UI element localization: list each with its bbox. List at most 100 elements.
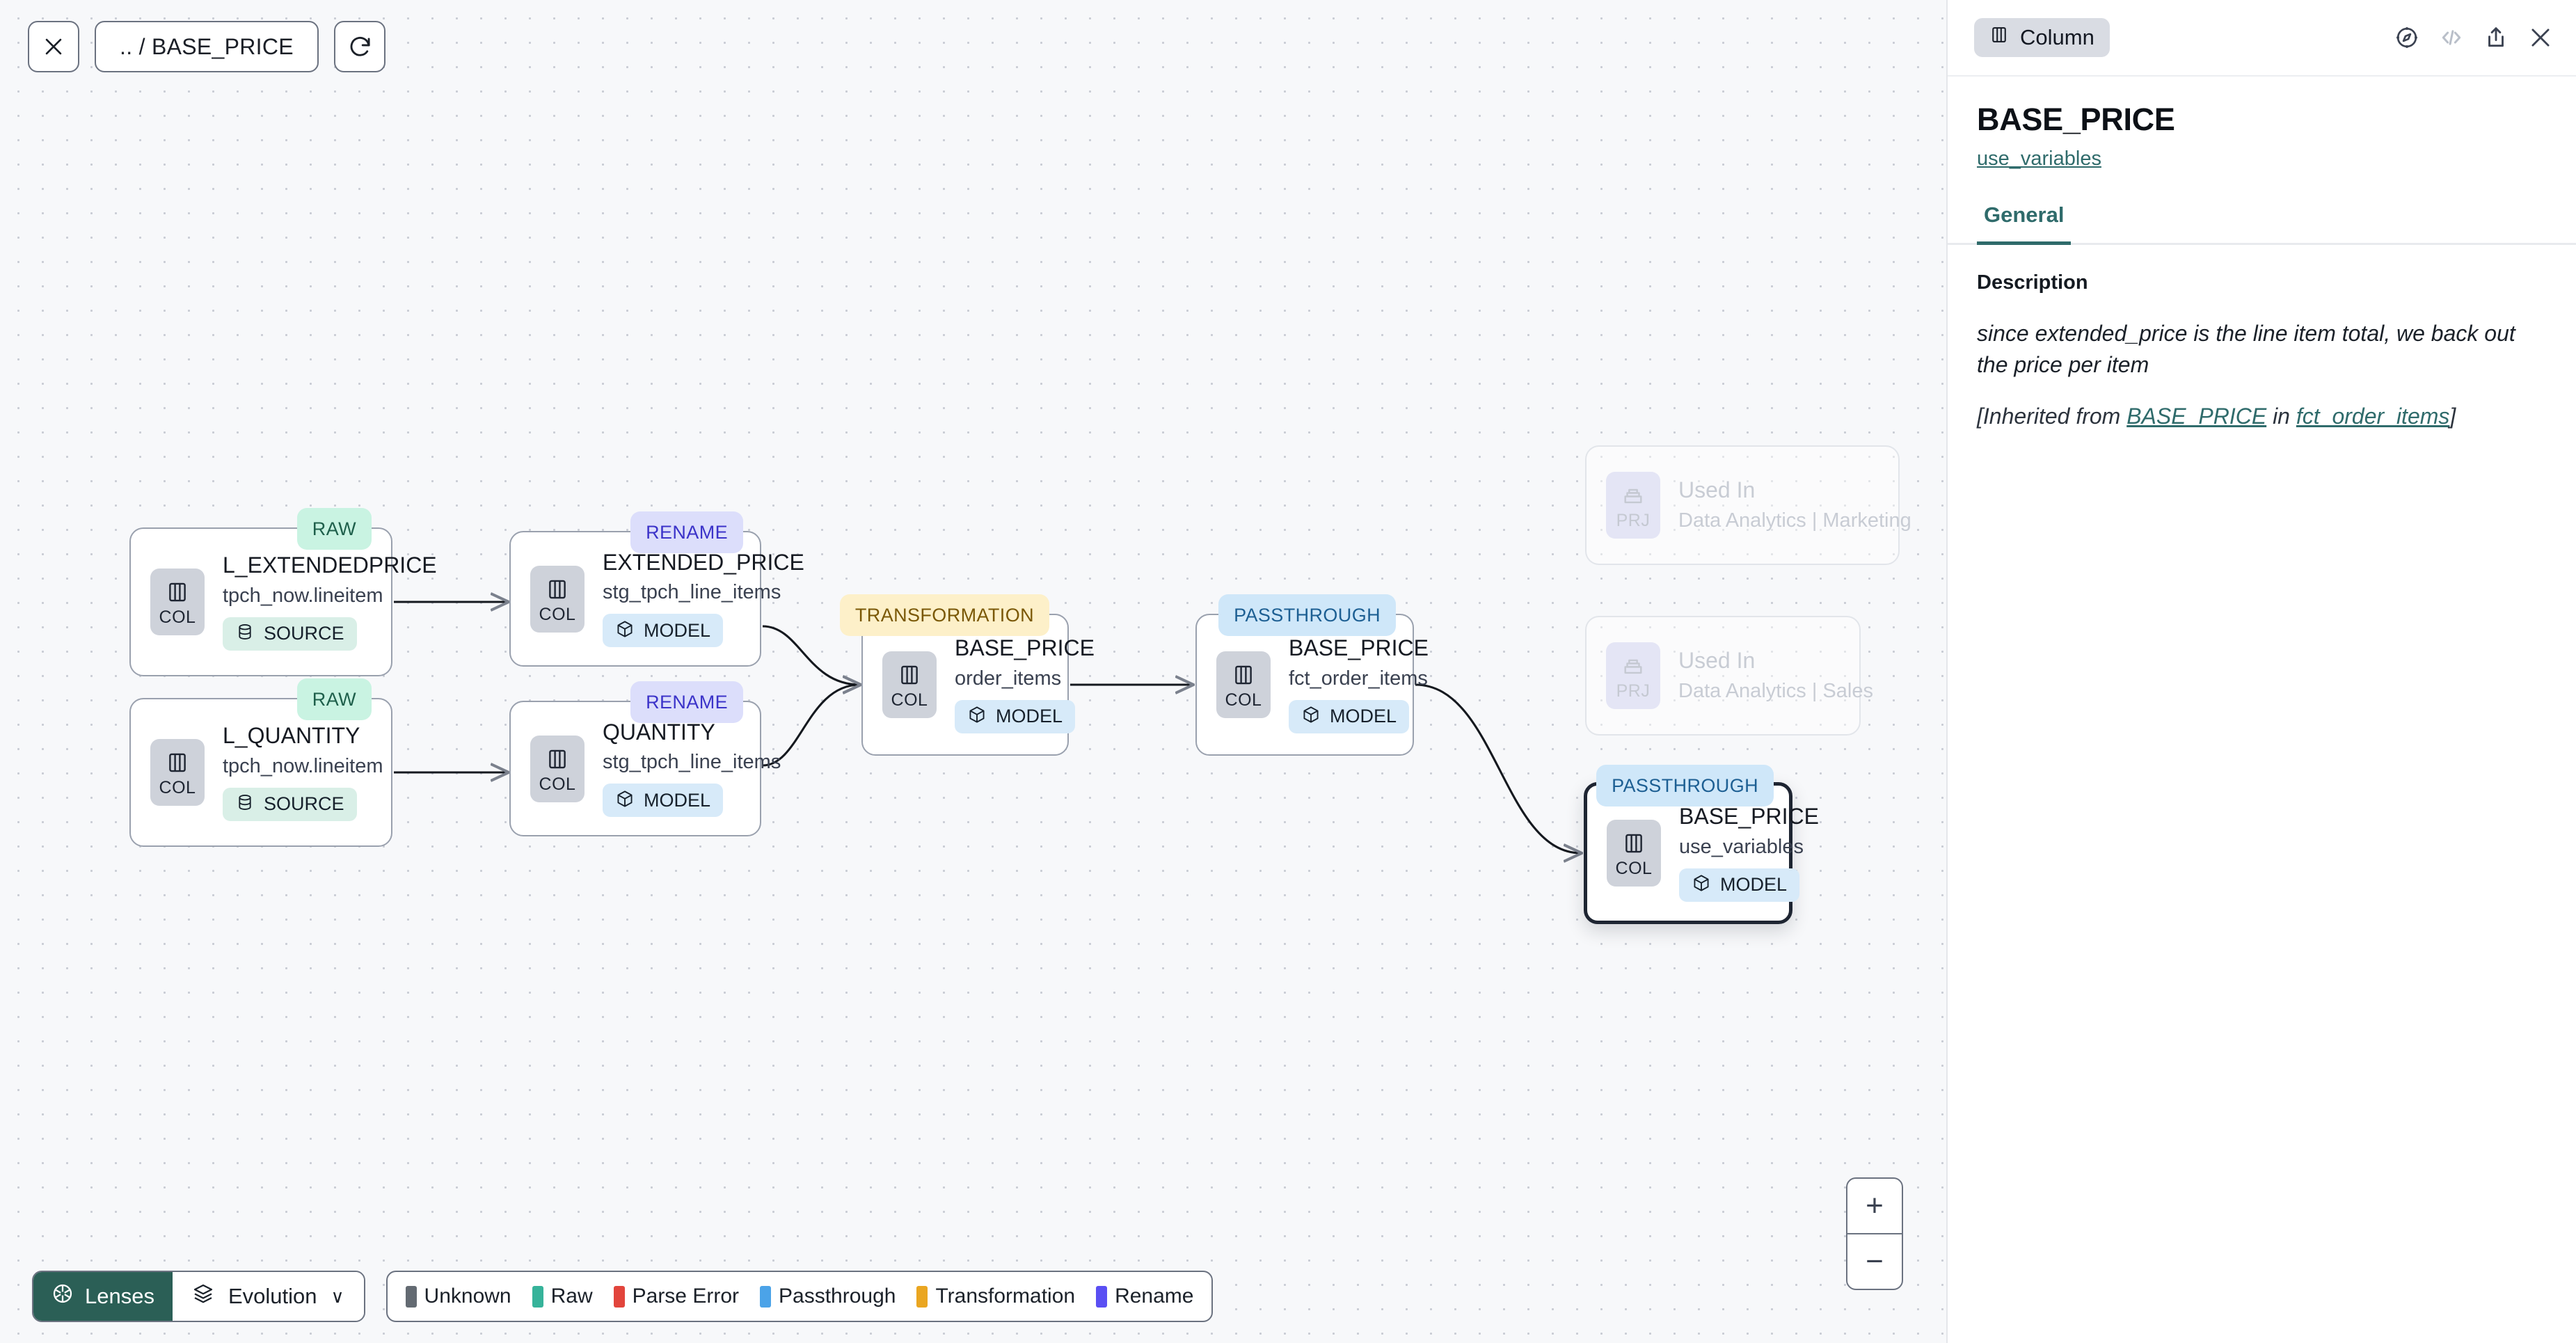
column-icon xyxy=(1232,660,1255,690)
model-icon xyxy=(1301,705,1321,728)
node-badge: RENAME xyxy=(630,681,743,723)
lenses-group: Lenses Evolution ∨ xyxy=(32,1271,365,1322)
description-section: Description since extended_price is the … xyxy=(1948,245,2576,432)
code-icon[interactable] xyxy=(2438,24,2465,51)
chevron-down-icon: ∨ xyxy=(331,1285,344,1307)
panel-header: Column xyxy=(1948,0,2576,77)
node-material-label: MODEL xyxy=(996,706,1063,727)
node-kind-label: COL xyxy=(1615,859,1653,878)
node-material-chip: SOURCE xyxy=(223,787,357,821)
node-title: QUANTITY xyxy=(603,719,715,745)
compass-icon[interactable] xyxy=(2394,24,2420,51)
description-label: Description xyxy=(1977,271,2088,294)
node-badge: RAW xyxy=(296,508,372,550)
inherited-column-link[interactable]: BASE_PRICE xyxy=(2126,403,2267,429)
legend-item-parse-error[interactable]: Parse Error xyxy=(613,1285,739,1308)
node-subtitle: Data Analytics | Marketing xyxy=(1678,509,1911,532)
node-title: EXTENDED_PRICE xyxy=(603,549,804,575)
node-material-chip: MODEL xyxy=(955,699,1076,733)
legend-item-passthrough[interactable]: Passthrough xyxy=(760,1285,896,1308)
legend-item-transformation[interactable]: Transformation xyxy=(916,1285,1075,1308)
node-material-label: MODEL xyxy=(644,789,711,811)
close-icon xyxy=(42,35,65,58)
node-material-label: SOURCE xyxy=(264,623,344,644)
description-text: since extended_price is the line item to… xyxy=(1977,321,2515,378)
source-icon xyxy=(235,793,255,816)
refresh-icon xyxy=(347,34,372,59)
canvas-toolbar: .. / BASE_PRICE xyxy=(28,21,385,72)
inherited-model-link[interactable]: fct_order_items xyxy=(2296,403,2450,429)
column-icon-badge: COL xyxy=(150,569,205,635)
node-title: BASE_PRICE xyxy=(1289,635,1429,661)
lenses-button[interactable]: Lenses xyxy=(33,1272,173,1321)
node-title: BASE_PRICE xyxy=(1679,804,1819,829)
project-icon-badge: PRJ xyxy=(1606,642,1660,709)
legend-item-unknown[interactable]: Unknown xyxy=(405,1285,511,1308)
node-material-chip: MODEL xyxy=(1289,699,1410,733)
node-title: L_QUANTITY xyxy=(223,723,360,749)
node-title: BASE_PRICE xyxy=(955,635,1095,661)
legend: Unknown Raw Parse Error Passthrough Transfor… xyxy=(385,1271,1214,1322)
share-icon[interactable] xyxy=(2483,24,2509,51)
node-badge: TRANSFORMATION xyxy=(839,594,1049,636)
column-icon-badge: COL xyxy=(530,735,585,802)
breadcrumb-button[interactable]: .. / BASE_PRICE xyxy=(95,21,319,72)
legend-label: Raw xyxy=(550,1285,593,1308)
column-icon xyxy=(1989,25,2009,50)
legend-swatch xyxy=(532,1285,543,1308)
legend-label: Parse Error xyxy=(632,1285,739,1308)
zoom-in-button[interactable]: + xyxy=(1847,1179,1902,1233)
ghost-node-used-in-sales[interactable]: PRJ Used In Data Analytics | Sales xyxy=(1585,616,1873,736)
node-title: L_EXTENDEDPRICE xyxy=(223,553,437,578)
node-badge: PASSTHROUGH xyxy=(1218,594,1396,636)
close-graph-button[interactable] xyxy=(28,21,79,72)
project-icon xyxy=(1621,651,1645,681)
column-icon-badge: COL xyxy=(150,739,205,806)
canvas-bottom-bar: Lenses Evolution ∨ Unknown Raw Parse Error… xyxy=(32,1271,1214,1322)
description-text-block: since extended_price is the line item to… xyxy=(1977,318,2547,432)
inherited-mid: in xyxy=(2266,403,2296,429)
parent-model-link[interactable]: use_variables xyxy=(1977,148,2101,170)
tab-general[interactable]: General xyxy=(1977,202,2072,245)
entity-type-pill[interactable]: Column xyxy=(1974,18,2110,57)
ghost-node-used-in-marketing[interactable]: PRJ Used In Data Analytics | Marketing xyxy=(1585,445,1911,565)
node-title: Used In xyxy=(1678,648,1756,674)
legend-swatch xyxy=(405,1285,417,1308)
node-material-chip: SOURCE xyxy=(223,617,357,651)
model-icon xyxy=(615,619,635,642)
lineage-canvas[interactable]: .. / BASE_PRICE xyxy=(0,0,1946,1343)
evolution-dropdown[interactable]: Evolution ∨ xyxy=(172,1272,364,1321)
node-subtitle: stg_tpch_line_items xyxy=(603,581,781,604)
details-panel: Column xyxy=(1946,0,2576,1343)
panel-tabs: General xyxy=(1948,202,2576,245)
legend-label: Transformation xyxy=(935,1285,1076,1308)
node-subtitle: use_variables xyxy=(1679,835,1804,858)
page-title: BASE_PRICE xyxy=(1977,102,2175,137)
node-material-chip: MODEL xyxy=(1679,868,1800,902)
model-icon xyxy=(1692,873,1711,896)
refresh-button[interactable] xyxy=(333,21,385,72)
legend-item-raw[interactable]: Raw xyxy=(532,1285,593,1308)
column-icon-badge: COL xyxy=(1216,651,1271,718)
legend-item-rename[interactable]: Rename xyxy=(1096,1285,1193,1308)
node-subtitle: stg_tpch_line_items xyxy=(603,751,781,774)
node-subtitle: order_items xyxy=(955,667,1062,690)
node-kind-label: COL xyxy=(159,778,196,797)
close-icon[interactable] xyxy=(2527,24,2554,51)
node-title: Used In xyxy=(1678,477,1756,503)
panel-heading: BASE_PRICE use_variables xyxy=(1948,77,2576,170)
zoom-out-button[interactable]: − xyxy=(1847,1233,1902,1289)
legend-swatch xyxy=(916,1285,928,1308)
node-material-label: MODEL xyxy=(1330,706,1397,727)
